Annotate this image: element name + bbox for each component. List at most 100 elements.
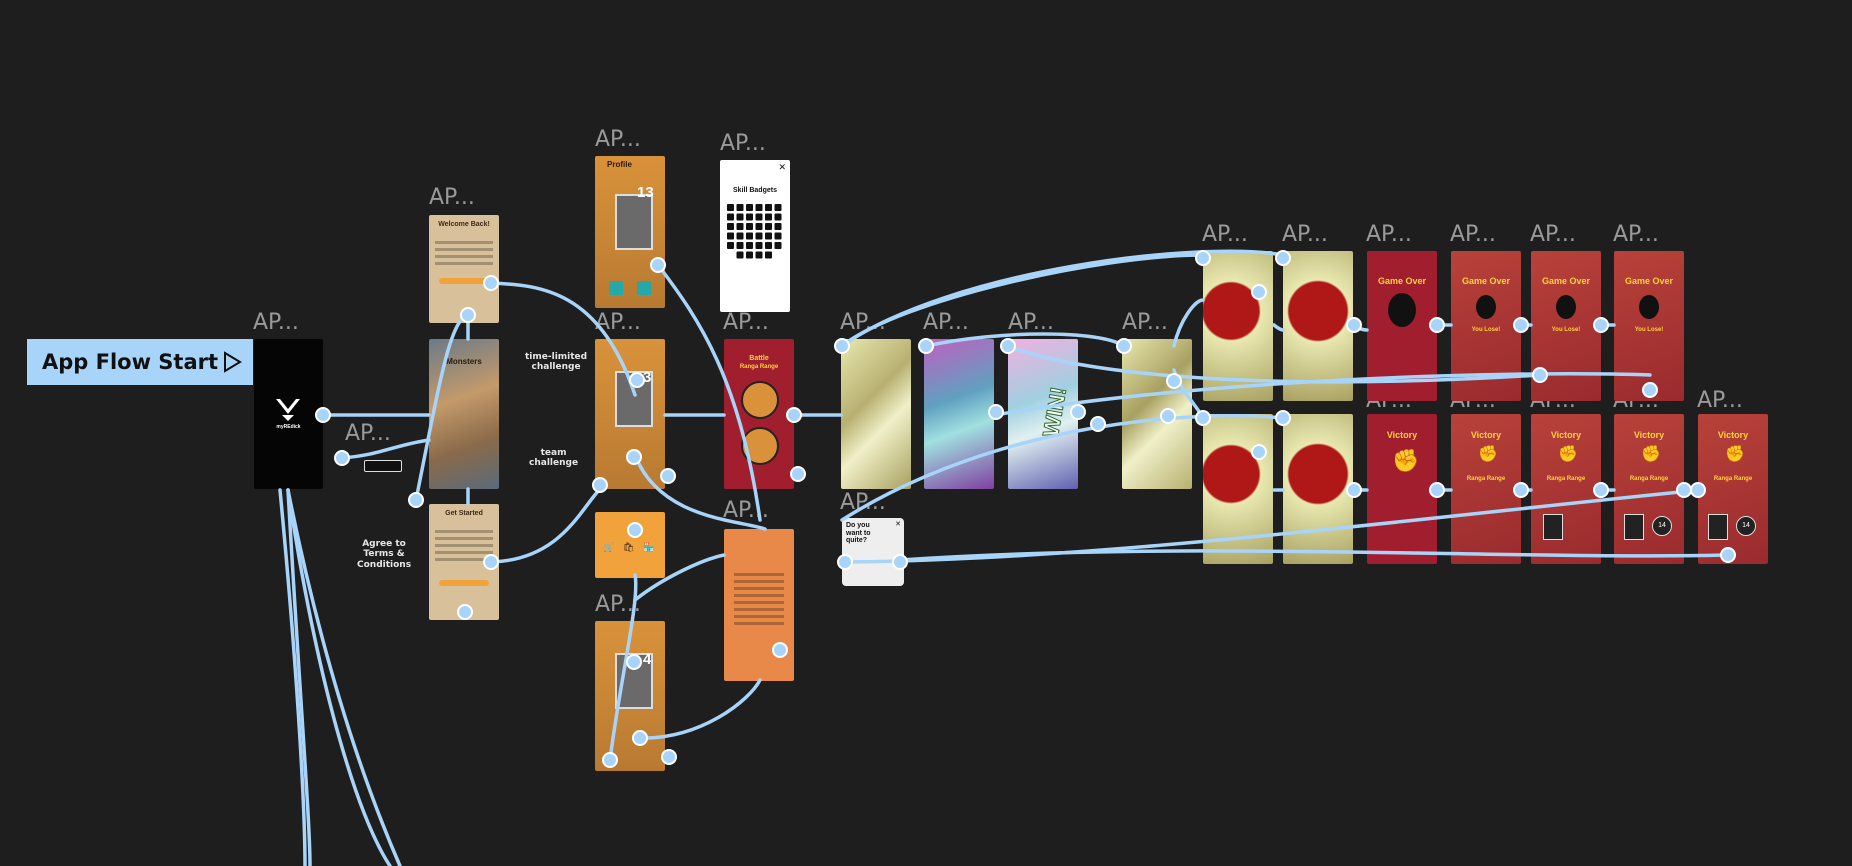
connection-node[interactable]: [786, 407, 802, 423]
connection-node[interactable]: [1070, 404, 1086, 420]
victory-screen-1[interactable]: Victory ✊: [1367, 414, 1437, 564]
splash-screen[interactable]: myREdick: [254, 339, 323, 489]
game-screen-3[interactable]: WIN!: [1008, 339, 1078, 489]
connection-node[interactable]: [1690, 482, 1706, 498]
cart-icon[interactable]: 🛒: [603, 542, 615, 552]
skill-badge-icon[interactable]: [746, 204, 753, 211]
connection-node[interactable]: [1532, 367, 1548, 383]
connection-node[interactable]: [1346, 317, 1362, 333]
connection-node[interactable]: [1116, 338, 1132, 354]
connection-node[interactable]: [834, 338, 850, 354]
connection-node[interactable]: [592, 477, 608, 493]
connection-node[interactable]: [988, 404, 1004, 420]
connection-node[interactable]: [1275, 250, 1291, 266]
skill-badge-icon[interactable]: [736, 251, 744, 259]
skill-badge-icon[interactable]: [727, 232, 734, 240]
quit-dialog[interactable]: Do you want to quite? ✕: [842, 518, 904, 586]
connection-node[interactable]: [1642, 382, 1658, 398]
skill-badge-icon[interactable]: [765, 232, 772, 240]
skill-badge-icon[interactable]: [755, 242, 763, 249]
connection-node[interactable]: [1720, 547, 1736, 563]
connection-node[interactable]: [1195, 250, 1211, 266]
connection-node[interactable]: [1513, 317, 1529, 333]
connection-node[interactable]: [1166, 373, 1182, 389]
connection-node[interactable]: [334, 450, 350, 466]
skill-badge-icon[interactable]: [736, 242, 744, 249]
connection-node[interactable]: [627, 522, 643, 538]
skill-badge-icon[interactable]: [727, 213, 734, 221]
skill-badge-icon[interactable]: [765, 242, 772, 249]
connection-node[interactable]: [790, 466, 806, 482]
skill-badge-icon[interactable]: [774, 242, 782, 249]
skill-badge-icon[interactable]: [765, 251, 772, 259]
skill-badge-icon[interactable]: [736, 232, 744, 240]
close-icon[interactable]: ✕: [778, 162, 786, 172]
skill-badge-icon[interactable]: [746, 213, 753, 221]
skill-badge-icon[interactable]: [755, 204, 763, 211]
hit-screen-2[interactable]: [1283, 251, 1353, 401]
connection-node[interactable]: [629, 372, 645, 388]
skill-badge-icon[interactable]: [727, 242, 734, 249]
connection-node[interactable]: [1513, 482, 1529, 498]
skill-badge-icon[interactable]: [774, 204, 782, 211]
skill-badges-screen[interactable]: ✕ Skill Badgets: [720, 160, 790, 312]
skill-badge-icon[interactable]: [774, 223, 782, 230]
connection-node[interactable]: [602, 752, 618, 768]
battle-screen[interactable]: Battle Ranga Range: [724, 339, 794, 489]
skill-badge-icon[interactable]: [755, 251, 763, 259]
connection-node[interactable]: [1346, 482, 1362, 498]
connection-node[interactable]: [483, 554, 499, 570]
connection-node[interactable]: [1429, 482, 1445, 498]
connection-node[interactable]: [632, 730, 648, 746]
connection-node[interactable]: [837, 554, 853, 570]
victory-screen-4[interactable]: Victory ✊ Ranga Range 14: [1614, 414, 1684, 564]
skill-badge-icon[interactable]: [755, 232, 763, 240]
home-screen-2[interactable]: 3: [595, 339, 665, 489]
sign-in-button[interactable]: [439, 278, 489, 284]
skill-badge-icon[interactable]: [727, 204, 734, 211]
victory-screen-3[interactable]: Victory ✊ Ranga Range: [1531, 414, 1601, 564]
connection-node[interactable]: [1593, 482, 1609, 498]
connection-node[interactable]: [918, 338, 934, 354]
connection-node[interactable]: [772, 642, 788, 658]
connection-node[interactable]: [661, 749, 677, 765]
skill-badge-icon[interactable]: [774, 232, 782, 240]
connection-node[interactable]: [408, 492, 424, 508]
skill-badge-icon[interactable]: [746, 223, 753, 230]
connection-node[interactable]: [1160, 408, 1176, 424]
skill-badge-icon[interactable]: [727, 223, 734, 230]
skill-badge-icon[interactable]: [765, 204, 772, 211]
connection-node[interactable]: [1676, 482, 1692, 498]
skill-badge-icon[interactable]: [765, 223, 772, 230]
connection-node[interactable]: [1251, 284, 1267, 300]
get-started-button[interactable]: [439, 580, 489, 586]
connection-node[interactable]: [1195, 410, 1211, 426]
skill-badge-icon[interactable]: [746, 251, 753, 259]
quit-close-icon[interactable]: ✕: [895, 521, 901, 528]
skill-badge-icon[interactable]: [746, 232, 753, 240]
shop-icon[interactable]: 🏪: [643, 542, 655, 552]
skill-badge-icon[interactable]: [736, 204, 744, 211]
connection-node[interactable]: [460, 307, 476, 323]
connection-node[interactable]: [892, 554, 908, 570]
skill-badge-icon[interactable]: [755, 213, 763, 221]
game-screen-4[interactable]: [1122, 339, 1192, 489]
connection-node[interactable]: [315, 407, 331, 423]
app-flow-start-button[interactable]: App Flow Start: [27, 339, 253, 385]
skill-badge-icon[interactable]: [774, 213, 782, 221]
game-screen-1[interactable]: [841, 339, 911, 489]
victory-screen-2[interactable]: Victory ✊ Ranga Range: [1451, 414, 1521, 564]
skill-badge-icon[interactable]: [736, 213, 744, 221]
connection-node[interactable]: [1429, 317, 1445, 333]
skill-badge-icon[interactable]: [755, 223, 763, 230]
connection-node[interactable]: [660, 468, 676, 484]
skill-badge-icon[interactable]: [736, 223, 744, 230]
profile-screen[interactable]: Profile 13: [595, 156, 665, 308]
monsters-screen[interactable]: Monsters: [429, 339, 499, 489]
connection-node[interactable]: [650, 257, 666, 273]
connection-node[interactable]: [1090, 416, 1106, 432]
connection-node[interactable]: [1275, 410, 1291, 426]
connection-node[interactable]: [483, 275, 499, 291]
bag-icon[interactable]: 🛍: [623, 542, 635, 552]
